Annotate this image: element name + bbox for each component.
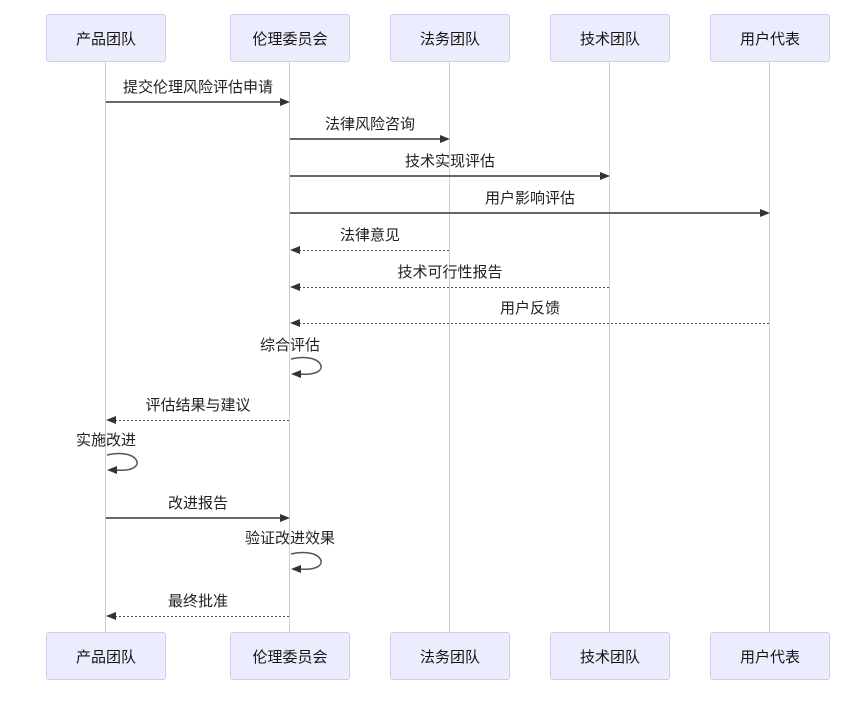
self-loop-icon [290, 551, 322, 573]
actor-bottom-user-rep: 用户代表 [710, 632, 830, 680]
actor-bottom-tech-team: 技术团队 [550, 632, 670, 680]
actor-label: 用户代表 [739, 30, 800, 48]
message-label: 最终批准 [167, 593, 228, 610]
lifeline-tech-team [609, 62, 610, 632]
arrowhead-left-icon [290, 319, 300, 327]
actor-top-product-team: 产品团队 [46, 14, 166, 62]
message-label: 技术实现评估 [404, 153, 495, 170]
actor-top-legal-team: 法务团队 [390, 14, 510, 62]
actor-label: 伦理委员会 [252, 30, 328, 48]
message-line-dashed [115, 616, 290, 617]
message-label: 法律风险咨询 [324, 116, 415, 133]
message-line-dashed [299, 323, 770, 324]
message-label: 用户影响评估 [484, 190, 575, 207]
message-label: 提交伦理风险评估申请 [122, 79, 273, 96]
arrowhead-right-icon [440, 135, 450, 143]
self-loop-icon [290, 356, 322, 378]
actor-top-ethics-committee: 伦理委员会 [230, 14, 350, 62]
arrowhead-left-icon [290, 246, 300, 254]
actor-label: 技术团队 [579, 30, 640, 48]
lifeline-user-rep [769, 62, 770, 632]
message-line [106, 517, 281, 519]
message-label: 评估结果与建议 [145, 397, 251, 414]
lifeline-product-team [105, 62, 106, 632]
lifeline-ethics-committee [289, 62, 290, 632]
message-label: 综合评估 [259, 337, 320, 354]
actor-top-tech-team: 技术团队 [550, 14, 670, 62]
message-line-dashed [299, 250, 450, 251]
actor-bottom-ethics-committee: 伦理委员会 [230, 632, 350, 680]
self-loop-icon [106, 452, 138, 474]
actor-bottom-product-team: 产品团队 [46, 632, 166, 680]
actor-label: 法务团队 [419, 30, 480, 48]
actor-label: 伦理委员会 [252, 648, 328, 666]
message-label: 改进报告 [167, 495, 228, 512]
actor-label: 法务团队 [419, 648, 480, 666]
lifeline-legal-team [449, 62, 450, 632]
message-line-dashed [299, 287, 610, 288]
arrowhead-right-icon [760, 209, 770, 217]
actor-label: 技术团队 [579, 648, 640, 666]
actor-label: 产品团队 [75, 648, 136, 666]
arrowhead-left-icon [106, 612, 116, 620]
actor-top-user-rep: 用户代表 [710, 14, 830, 62]
arrowhead-left-icon [290, 283, 300, 291]
message-label: 验证改进效果 [244, 530, 335, 547]
arrowhead-right-icon [600, 172, 610, 180]
message-line [290, 175, 601, 177]
message-line [290, 212, 761, 214]
message-line [106, 101, 281, 103]
actor-label: 用户代表 [739, 648, 800, 666]
message-line-dashed [115, 420, 290, 421]
arrowhead-right-icon [280, 98, 290, 106]
message-label: 实施改进 [75, 432, 136, 449]
arrowhead-left-icon [106, 416, 116, 424]
actor-bottom-legal-team: 法务团队 [390, 632, 510, 680]
actor-label: 产品团队 [75, 30, 136, 48]
arrowhead-right-icon [280, 514, 290, 522]
message-label: 法律意见 [339, 227, 400, 244]
message-label: 用户反馈 [499, 300, 560, 317]
message-line [290, 138, 441, 140]
message-label: 技术可行性报告 [397, 264, 503, 281]
